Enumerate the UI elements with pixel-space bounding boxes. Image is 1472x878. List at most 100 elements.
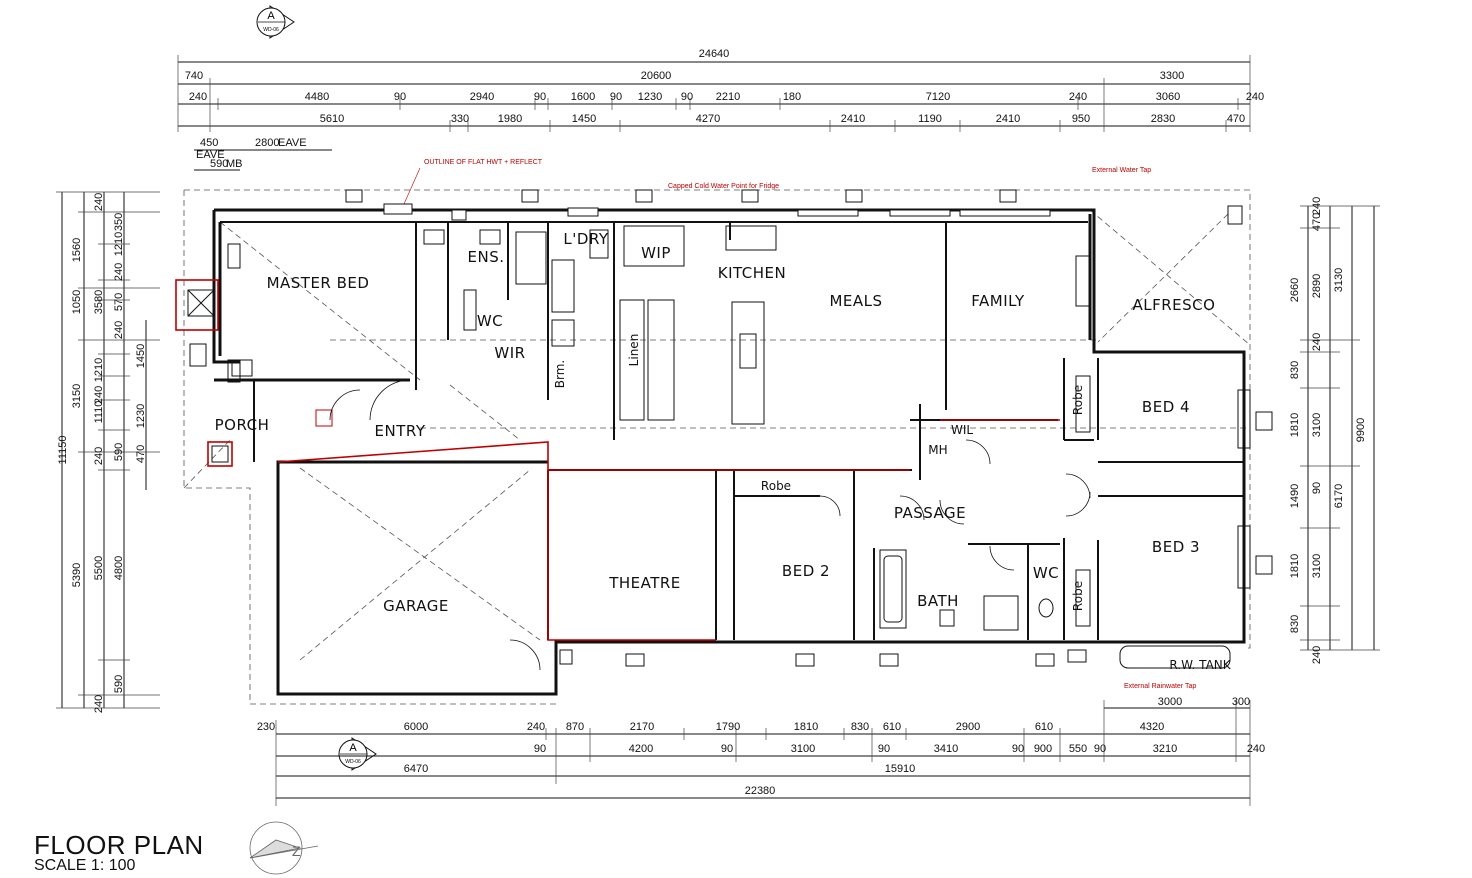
dim-top-3-3: 1450 xyxy=(572,113,596,125)
annotations: OUTLINE OF FLAT HWT + REFLECT Capped Col… xyxy=(403,159,1196,690)
eave-dim-1: 2800 xyxy=(255,137,279,149)
drawing-scale: SCALE 1: 100 xyxy=(34,857,136,874)
north-arrow-icon: Z xyxy=(249,821,319,875)
dim-right-o6: 1810 xyxy=(1289,554,1301,578)
door-swings xyxy=(329,379,1091,671)
room-entry: ENTRY xyxy=(375,422,426,440)
dim-left-m5: 240 xyxy=(113,321,125,339)
dim-left-o3: 3150 xyxy=(71,384,83,408)
walls xyxy=(175,208,1246,696)
dim-right-m4: 3100 xyxy=(1311,554,1323,578)
dim-left-overall: 11150 xyxy=(57,436,69,465)
dim-left-i0: 1450 xyxy=(135,344,147,368)
dim-top-2-2: 90 xyxy=(394,91,406,103)
dim-left-m4: 570 xyxy=(113,293,125,311)
dim-bottom-2-10: 3210 xyxy=(1153,743,1177,755)
dim-left-m0: 350 xyxy=(113,213,125,231)
dim-bottom-1-0: 230 xyxy=(257,721,275,733)
room-ens: ENS. xyxy=(468,248,505,266)
dim-bottom-1-4: 2170 xyxy=(630,721,654,733)
eave-label-1: EAVE xyxy=(278,137,307,149)
room-kitchen: KITCHEN xyxy=(718,264,787,282)
note-hwt: OUTLINE OF FLAT HWT + REFLECT xyxy=(424,159,543,166)
room-bath: BATH xyxy=(917,592,959,610)
dim-left-o5: 5390 xyxy=(71,563,83,587)
dim-top-2-13: 3060 xyxy=(1156,91,1180,103)
dim-right-i1: 6170 xyxy=(1333,484,1345,508)
dim-right-m3: 90 xyxy=(1311,482,1323,494)
bottom-dimensions: 3000 300 230 6000 240 870 2170 1790 1810… xyxy=(257,696,1265,806)
dim-left-m2: 240 xyxy=(113,263,125,281)
dim-left-m9: 240 xyxy=(93,447,105,465)
dim-top-3-5: 2410 xyxy=(841,113,865,125)
dim-top-3-10: 470 xyxy=(1227,113,1245,125)
dim-bottom-tank-0: 3000 xyxy=(1158,696,1182,708)
room-wir: WIR xyxy=(494,344,525,362)
dim-top-overall: 24640 xyxy=(699,48,730,60)
dim-top-1-2: 3300 xyxy=(1160,70,1184,82)
room-labels: MASTER BED ENS. L'DRY WIP KITCHEN MEALS … xyxy=(215,230,1232,672)
right-dimensions: 470 2660 240 830 1810 1490 1810 830 240 … xyxy=(1289,197,1380,664)
room-family: FAMILY xyxy=(971,292,1025,310)
dim-bottom-3-0: 6470 xyxy=(404,763,428,775)
dim-top-3-1: 330 xyxy=(451,113,469,125)
dim-right-o8: 240 xyxy=(1311,646,1323,664)
room-ldry: L'DRY xyxy=(563,230,608,248)
dim-bottom-1-9: 2900 xyxy=(956,721,980,733)
room-alfresco: ALFRESCO xyxy=(1133,296,1216,314)
room-passage: PASSAGE xyxy=(894,504,966,522)
dim-right-overall: 9900 xyxy=(1355,418,1367,442)
room-brm: Brm. xyxy=(553,360,567,388)
eave-label-0: EAVE xyxy=(196,149,225,161)
dim-top-1-0: 740 xyxy=(185,70,203,82)
eave-label-2: MB xyxy=(226,158,243,170)
dim-top-3-2: 1980 xyxy=(498,113,522,125)
room-bed-4: BED 4 xyxy=(1142,398,1190,416)
dim-top-2-14: 240 xyxy=(1246,91,1264,103)
dim-bottom-1-1: 6000 xyxy=(404,721,428,733)
dim-top-3-0: 5610 xyxy=(320,113,344,125)
room-garage: GARAGE xyxy=(383,597,449,615)
room-wil: WIL xyxy=(951,423,973,437)
dim-left-i3: 4800 xyxy=(113,556,125,580)
drawing-title: FLOOR PLAN xyxy=(34,830,204,860)
dim-right-i0: 3130 xyxy=(1333,268,1345,292)
section-marker-bottom: A WD-06 xyxy=(338,737,377,771)
dim-bottom-overall: 22380 xyxy=(745,785,776,797)
dim-top-1-1: 20600 xyxy=(641,70,672,82)
dim-right-o4: 1810 xyxy=(1289,413,1301,437)
dim-bottom-2-5: 3410 xyxy=(934,743,958,755)
dim-bottom-1-3: 870 xyxy=(566,721,584,733)
dim-left-m8: 1110 xyxy=(93,401,105,424)
dim-right-m2: 3100 xyxy=(1311,413,1323,437)
room-wc-bath: WC xyxy=(1033,564,1059,582)
dim-bottom-tank-1: 300 xyxy=(1232,696,1250,708)
dim-top-2-6: 90 xyxy=(610,91,622,103)
room-wc-ens: WC xyxy=(477,312,503,330)
room-linen: Linen xyxy=(627,334,641,367)
dim-left-m6: 1210 xyxy=(93,358,105,382)
dim-bottom-2-2: 90 xyxy=(721,743,733,755)
dim-right-m1: 2890 xyxy=(1311,274,1323,298)
dim-left-m7: 240 xyxy=(93,386,105,404)
dim-left-i1: 1230 xyxy=(135,404,147,428)
dim-top-2-12: 240 xyxy=(1069,91,1087,103)
dim-right-o0: 470 xyxy=(1311,213,1323,231)
room-wip: WIP xyxy=(641,244,671,262)
dim-top-3-4: 4270 xyxy=(696,113,720,125)
dim-right-o7: 830 xyxy=(1289,615,1301,633)
dim-top-2-3: 2940 xyxy=(470,91,494,103)
dim-top-2-8: 90 xyxy=(681,91,693,103)
eave-dim-0: 450 xyxy=(200,137,218,149)
dim-top-3-9: 2830 xyxy=(1151,113,1175,125)
left-dimensions: 11150 240 1560 1050 3150 5390 240 350 12… xyxy=(56,191,160,713)
dim-bottom-1-7: 830 xyxy=(851,721,869,733)
dim-right-o2: 240 xyxy=(1311,333,1323,351)
dim-bottom-2-0: 90 xyxy=(534,743,546,755)
dim-bottom-2-11: 240 xyxy=(1247,743,1265,755)
dim-right-o3: 830 xyxy=(1289,361,1301,379)
room-bed-2: BED 2 xyxy=(782,562,830,580)
fixtures xyxy=(187,205,1251,669)
dim-left-m1: 1210 xyxy=(113,232,125,256)
